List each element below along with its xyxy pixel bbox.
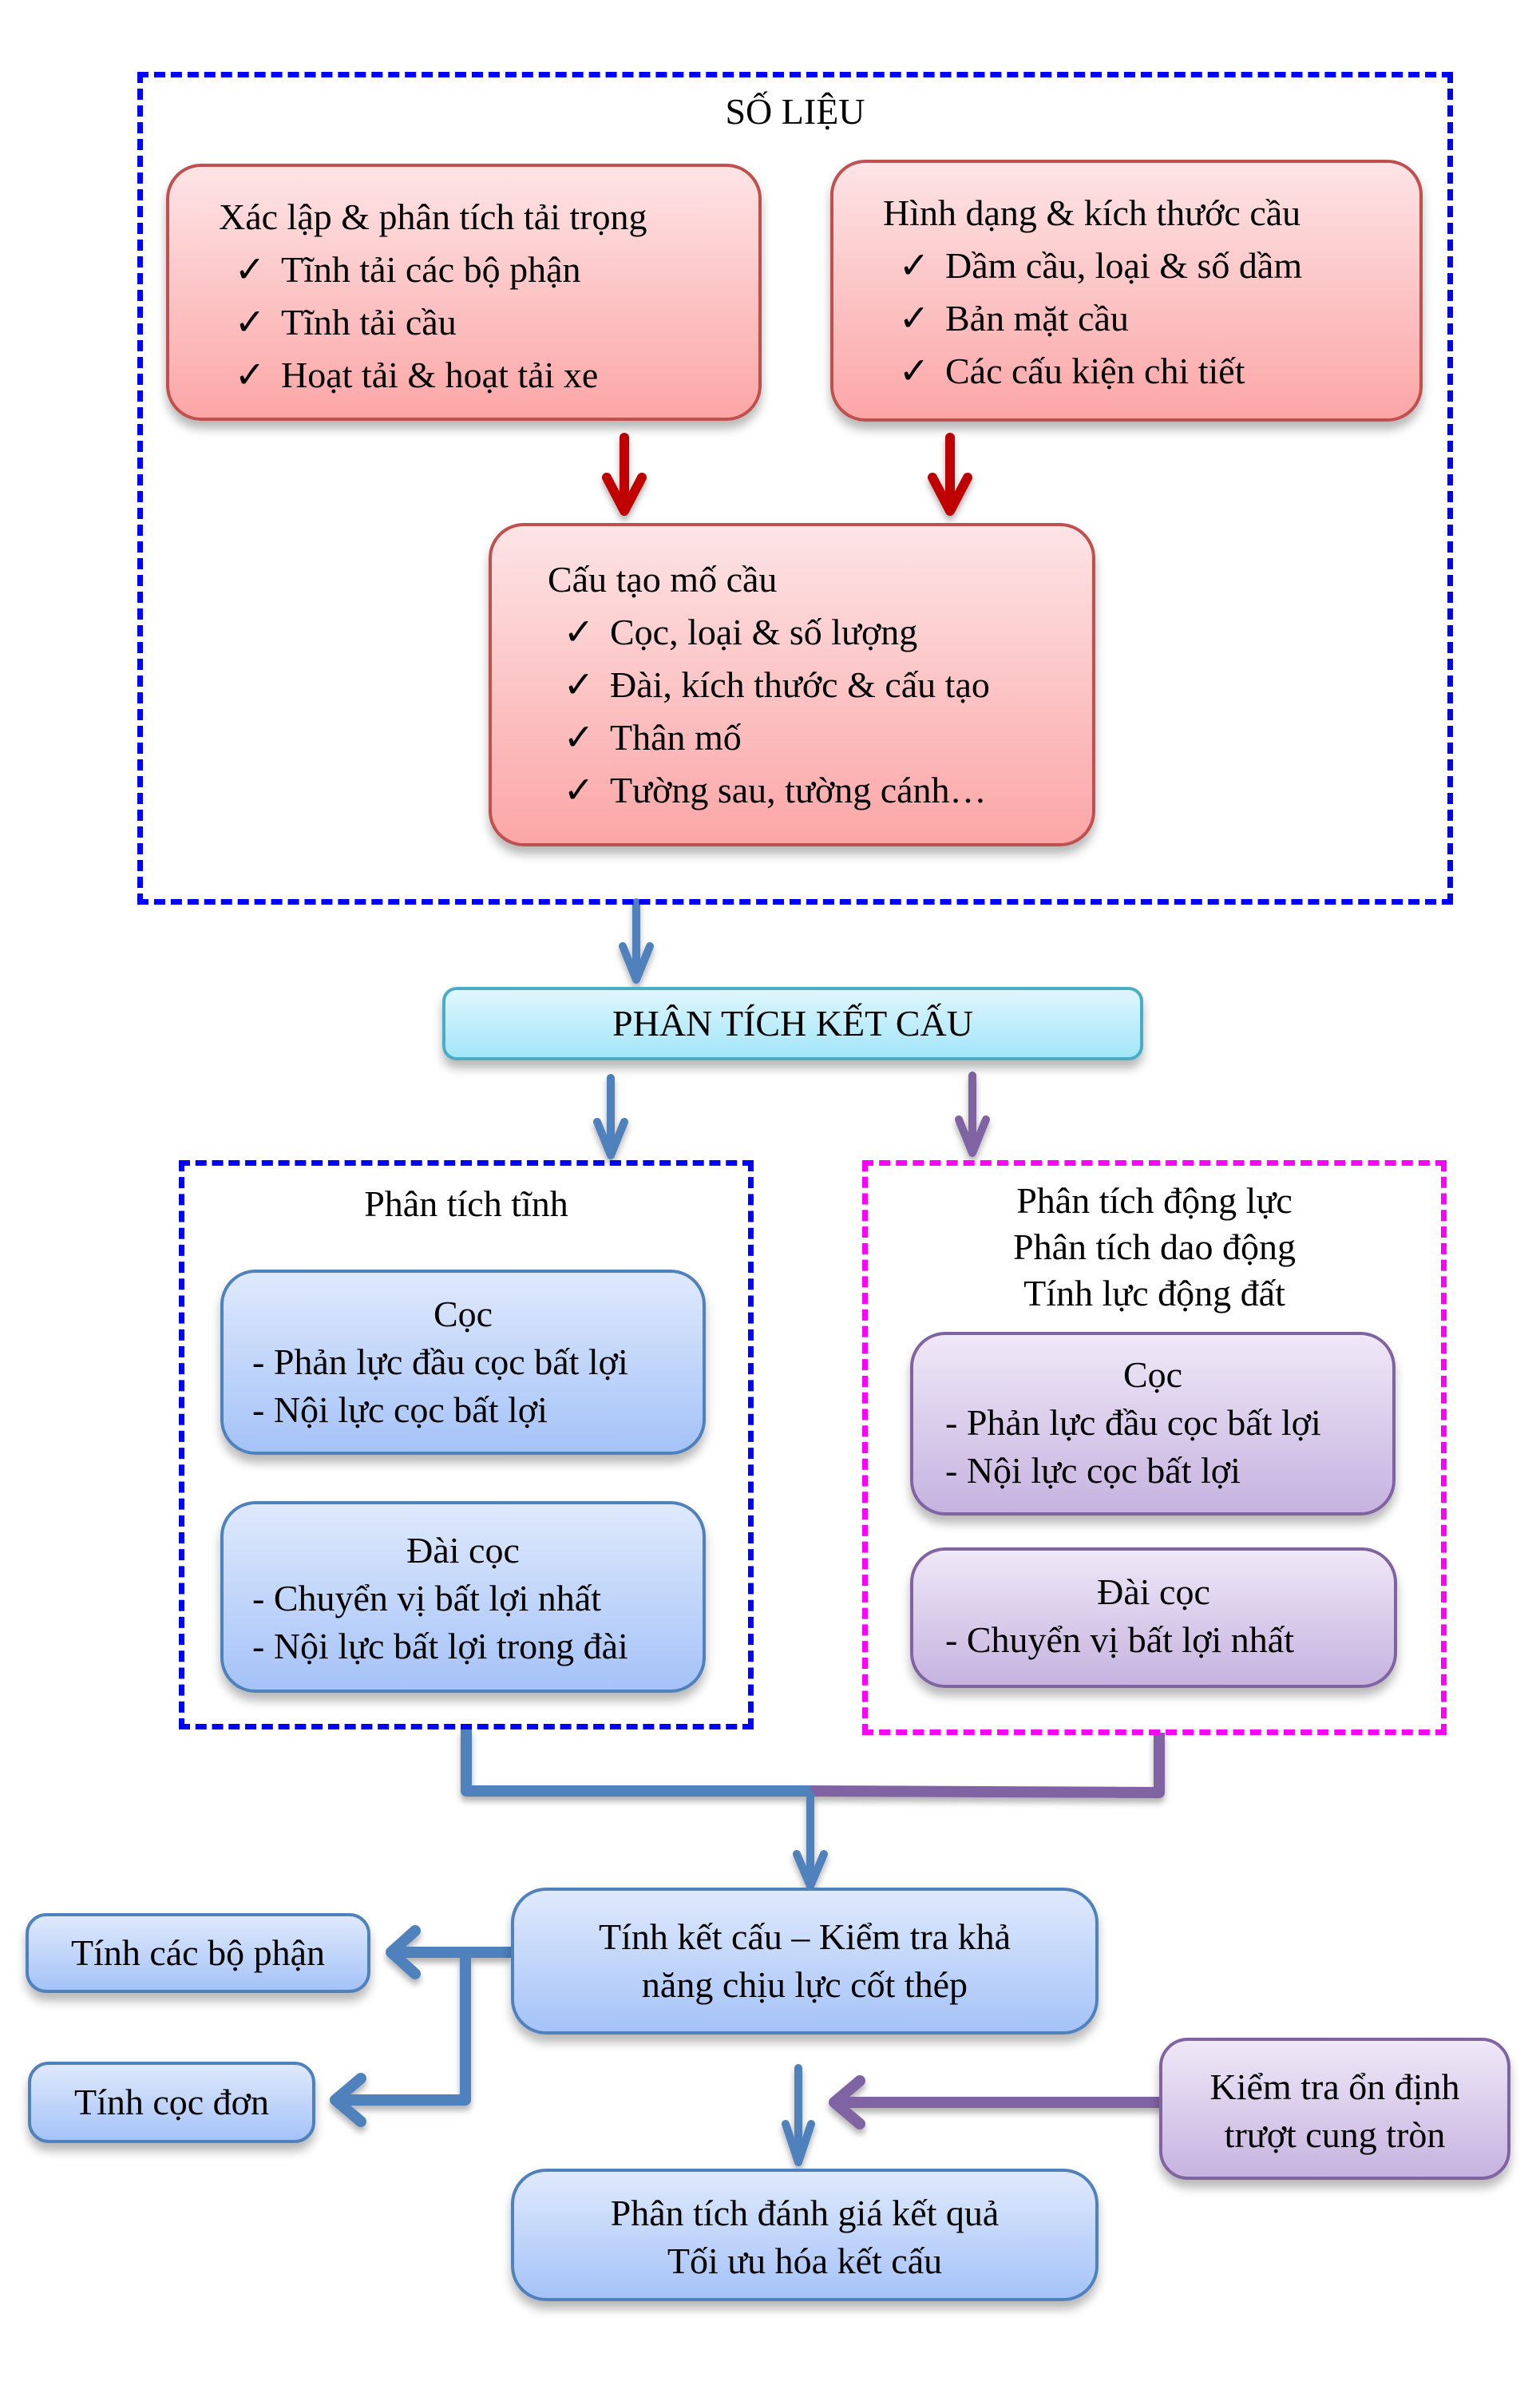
check-icon: ✓ (898, 351, 930, 391)
list-item: ✓Thân mố (548, 711, 1092, 764)
list-item: ✓Tường sau, tường cánh… (548, 764, 1092, 817)
load-analysis-box[interactable]: Xác lập & phân tích tải trọng ✓Tĩnh tải … (166, 164, 762, 421)
slope-stability-box[interactable]: Kiểm tra ổn định trượt cung tròn (1159, 2038, 1510, 2180)
list-item: - Chuyển vị bất lợi nhất (945, 1619, 1294, 1660)
arrow-design-to-result (782, 2064, 815, 2166)
arrow-stability-to-flow (829, 2075, 1170, 2130)
abutment-structure-box[interactable]: Cấu tạo mố cầu ✓Cọc, loại & số lượng ✓Đà… (489, 523, 1095, 846)
dynamic-analysis-group (862, 1160, 1447, 1735)
list-item: ✓Các cấu kiện chi tiết (883, 345, 1419, 398)
merge-line-dynamic (810, 1733, 1165, 1798)
list-item: - Nội lực cọc bất lợi (945, 1450, 1241, 1491)
list-item: ✓Bản mặt cầu (883, 292, 1419, 345)
check-icon: ✓ (563, 717, 595, 758)
arrow-design-to-single-pile (330, 1956, 471, 2127)
bridge-geometry-title: Hình dạng & kích thước cầu (883, 192, 1301, 233)
single-pile-calc-box[interactable]: Tính cọc đơn (28, 2062, 315, 2143)
arrow-load-to-abutment (602, 433, 647, 516)
list-item: ✓Tĩnh tải cầu (219, 296, 758, 349)
dynamic-analysis-title: Phân tích động lực Phân tích dao động Tí… (1013, 1180, 1296, 1313)
list-item: ✓Cọc, loại & số lượng (548, 606, 1092, 659)
static-analysis-group (179, 1160, 754, 1729)
arrow-analysis-to-static (593, 1074, 628, 1159)
list-item: ✓Dầm cầu, loại & số dầm (883, 240, 1419, 292)
arrow-geometry-to-abutment (928, 433, 972, 516)
check-icon: ✓ (563, 664, 595, 705)
check-icon: ✓ (563, 612, 595, 652)
check-icon: ✓ (898, 298, 930, 339)
list-item: - Nội lực cọc bất lợi (252, 1389, 548, 1430)
check-icon: ✓ (898, 245, 930, 286)
result-evaluation-box[interactable]: Phân tích đánh giá kết quả Tối ưu hóa kế… (511, 2169, 1099, 2301)
static-pile-cap-box[interactable]: Đài cọc - Chuyển vị bất lợi nhất - Nội l… (220, 1501, 706, 1693)
merge-line-static (461, 1729, 810, 1797)
input-data-title: SỐ LIỆU (725, 91, 865, 132)
check-icon: ✓ (234, 249, 266, 290)
check-icon: ✓ (234, 355, 266, 395)
static-pile-cap-title: Đài cọc (406, 1530, 520, 1571)
components-calc-box[interactable]: Tính các bộ phận (26, 1913, 370, 1993)
dynamic-pile-cap-box[interactable]: Đài cọc - Chuyển vị bất lợi nhất (910, 1547, 1397, 1688)
list-item: - Nội lực bất lợi trong đài (252, 1626, 628, 1666)
structural-design-box[interactable]: Tính kết cấu – Kiểm tra khả năng chịu lự… (511, 1888, 1099, 2034)
load-analysis-title: Xác lập & phân tích tải trọng (219, 196, 647, 237)
static-analysis-title: Phân tích tĩnh (364, 1183, 568, 1224)
arrow-merge-to-design (793, 1791, 828, 1890)
list-item: ✓Đài, kích thước & cấu tạo (548, 659, 1092, 711)
structural-analysis-box[interactable]: PHÂN TÍCH KẾT CẤU (442, 987, 1143, 1060)
list-item: - Phản lực đầu cọc bất lợi (252, 1341, 628, 1382)
list-item: ✓Hoạt tải & hoạt tải xe (219, 349, 758, 402)
static-pile-title: Cọc (433, 1294, 493, 1334)
list-item: - Chuyển vị bất lợi nhất (252, 1578, 601, 1618)
check-icon: ✓ (234, 302, 266, 343)
dynamic-pile-box[interactable]: Cọc - Phản lực đầu cọc bất lợi - Nội lực… (910, 1332, 1396, 1515)
arrow-design-to-components (386, 1925, 511, 1979)
dynamic-pile-title: Cọc (1122, 1354, 1183, 1395)
structural-analysis-label: PHÂN TÍCH KẾT CẤU (612, 1003, 973, 1044)
arrow-analysis-to-dynamic (955, 1072, 990, 1157)
bridge-geometry-box[interactable]: Hình dạng & kích thước cầu ✓Dầm cầu, loạ… (830, 160, 1423, 422)
list-item: - Phản lực đầu cọc bất lợi (945, 1402, 1321, 1443)
check-icon: ✓ (563, 770, 595, 810)
input-data-group (137, 72, 1453, 905)
static-pile-box[interactable]: Cọc - Phản lực đầu cọc bất lợi - Nội lực… (220, 1270, 706, 1455)
abutment-structure-title: Cấu tạo mố cầu (548, 559, 778, 600)
arrow-input-to-analysis (619, 898, 654, 984)
dynamic-pile-cap-title: Đài cọc (1097, 1571, 1210, 1612)
list-item: ✓Tĩnh tải các bộ phận (219, 244, 758, 296)
